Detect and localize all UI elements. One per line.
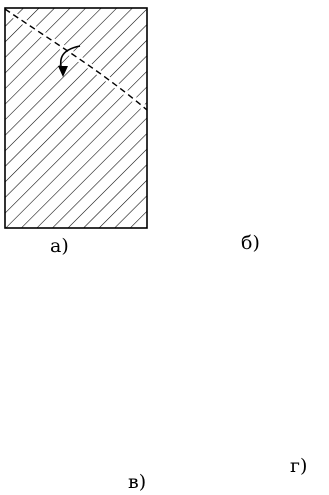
panel-label-a: а) [50,235,69,257]
panel-label-g: г) [290,455,308,477]
panel-label-b: б) [241,232,260,254]
panel-a-sheet [4,7,148,229]
fold-line [4,8,148,111]
fold-arrow-icon [58,45,81,77]
panel-label-v: в) [128,471,147,493]
